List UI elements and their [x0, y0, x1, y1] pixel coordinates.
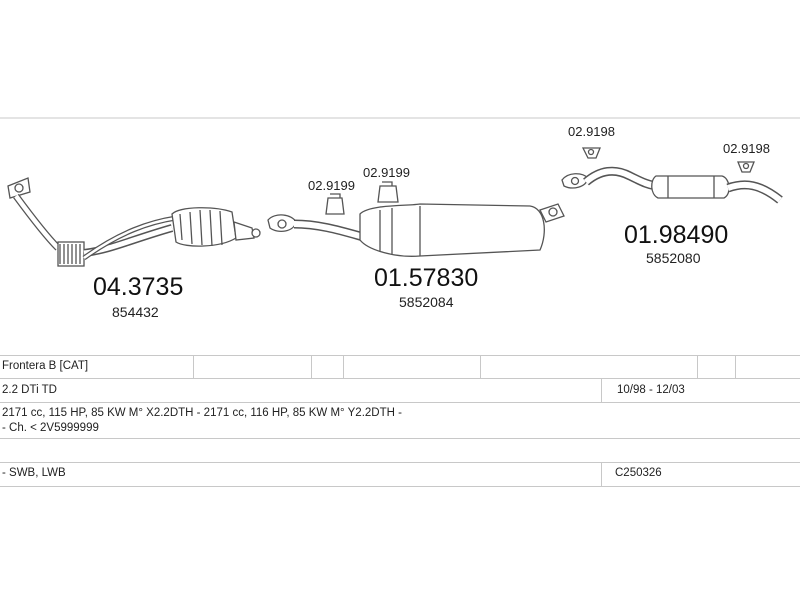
table-line	[0, 462, 800, 463]
rear-oem-number: 5852080	[646, 250, 701, 266]
table-divider	[735, 355, 736, 378]
engine-cell: 2.2 DTi TD	[2, 384, 57, 396]
table-line	[0, 402, 800, 403]
table-line	[0, 355, 800, 356]
table-line	[0, 438, 800, 439]
catalyst-assembly	[7, 177, 261, 267]
catalyst-oem-number: 854432	[112, 304, 159, 320]
table-line	[0, 378, 800, 379]
variant-cell: - SWB, LWB	[2, 467, 66, 479]
rear-clip-1-number: 02.9198	[568, 124, 615, 139]
table-divider	[601, 462, 602, 486]
table-divider	[193, 355, 194, 378]
rear-silencer-assembly	[561, 147, 783, 204]
specs-cell: 2171 cc, 115 HP, 85 KW M° X2.2DTH - 2171…	[2, 407, 402, 419]
table-divider	[601, 378, 602, 402]
model-cell: Frontera B [CAT]	[2, 360, 89, 372]
middle-clip-2-number: 02.9199	[363, 165, 410, 180]
chassis-cell: - Ch. < 2V5999999	[2, 422, 99, 434]
middle-oem-number: 5852084	[399, 294, 454, 310]
code-cell: C250326	[615, 467, 662, 479]
catalyst-part-number: 04.3735	[93, 273, 183, 301]
table-divider	[480, 355, 481, 378]
middle-clip-1-number: 02.9199	[308, 178, 355, 193]
middle-silencer-assembly	[267, 181, 565, 257]
years-cell: 10/98 - 12/03	[617, 384, 685, 396]
table-line	[0, 486, 800, 487]
rear-clip-2-number: 02.9198	[723, 141, 770, 156]
table-divider	[311, 355, 312, 378]
middle-part-number: 01.57830	[374, 264, 478, 292]
table-divider	[697, 355, 698, 378]
rear-part-number: 01.98490	[624, 221, 728, 249]
table-divider	[343, 355, 344, 378]
